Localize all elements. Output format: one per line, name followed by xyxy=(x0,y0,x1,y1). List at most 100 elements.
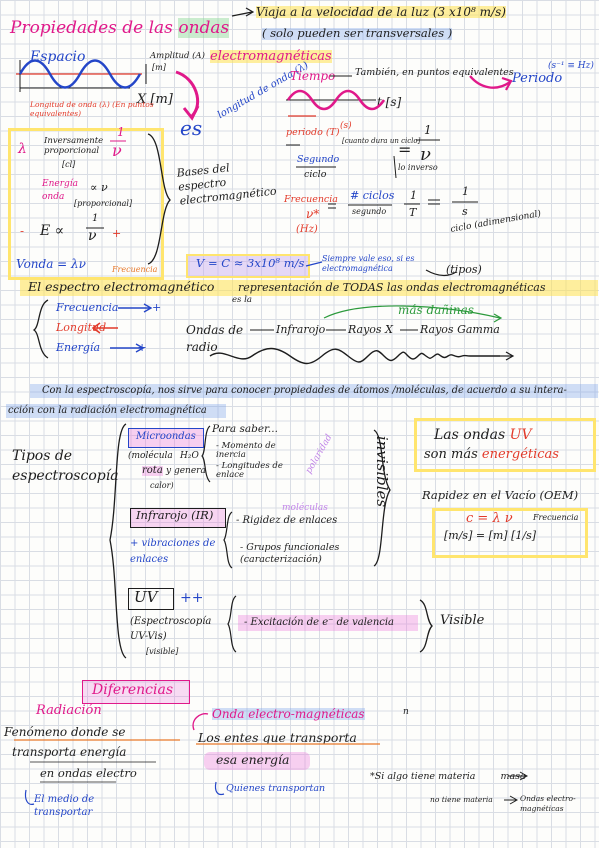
para-saber: Para saber... xyxy=(212,423,278,435)
visible-bracket: [visible] xyxy=(146,647,179,656)
amplitude-unit: [m] xyxy=(152,63,166,72)
lambda-symbol: λ xyxy=(18,141,27,157)
tipos-label: (tipos) xyxy=(446,263,482,276)
tipos-title: Tipos de espectroscopía xyxy=(12,448,119,485)
diferencias-box xyxy=(82,680,190,704)
x-axis-label: X [m] xyxy=(137,92,173,107)
time-axis-label: t [s] xyxy=(377,95,402,109)
cuanto-dura: [cuanto dura un ciclo] xyxy=(342,137,421,145)
visible-label: Visible xyxy=(440,613,485,628)
frac1-num: 1 xyxy=(424,123,432,137)
plus-sign: + xyxy=(112,227,122,240)
title-part-a: Propiedades de las xyxy=(10,18,173,38)
minus-sign: - xyxy=(20,224,25,238)
oem-line3: Quienes transportan xyxy=(226,783,326,794)
periodo-unit: (s⁻¹ ≡ Hz) xyxy=(548,61,594,71)
onda-label: onda xyxy=(42,192,65,202)
infrarojo-box xyxy=(130,508,226,528)
espectroscopia-line1: Con la espectroscopía, nos sirve para co… xyxy=(42,385,567,396)
energia-label: Energía xyxy=(42,179,78,189)
ciclo-label: ciclo xyxy=(304,169,327,180)
time-label: Tiempo xyxy=(290,69,336,83)
excitacion-label: - Excitación de e⁻ de valencia xyxy=(244,617,395,628)
esla-label: es la xyxy=(232,295,252,305)
ciclos-num: # ciclos xyxy=(350,189,395,202)
rapidez-title: Rapidez en el Vacío (OEM) xyxy=(422,488,579,502)
period-unit: (s) xyxy=(340,121,352,131)
grupos-label: - Grupos funcionales (caracterización) xyxy=(240,542,340,566)
spectrum-line-b: representación de TODAS las ondas electr… xyxy=(238,281,546,294)
periodo-label: Periodo xyxy=(512,71,563,86)
inverse-label: Inversamente proporcional xyxy=(44,136,104,157)
calor-label: calor) xyxy=(150,481,174,490)
uv-label: UV xyxy=(134,588,158,606)
rapidez-units: [m/s] = [m] [1/s] xyxy=(444,529,537,542)
inverse-frac-den: ν xyxy=(112,141,122,160)
speed-note: Viaja a la velocidad de la luz (3 x10⁸ m… xyxy=(256,5,506,19)
rayos-gamma-label: Rayos Gamma xyxy=(420,323,500,336)
freq-row: Frecuencia + xyxy=(56,302,161,313)
uv-box xyxy=(128,588,174,610)
moleculas-label: moléculas xyxy=(282,503,328,513)
uv-box-line2: son más energéticas xyxy=(424,448,559,461)
uv-box-son: son más xyxy=(424,447,478,462)
bases-box xyxy=(8,128,164,280)
diferencias-title: Diferencias xyxy=(92,682,174,698)
inverse-units: [cl] xyxy=(62,160,76,169)
radiacion-label: Radiación xyxy=(36,703,102,718)
space-label: Espacio xyxy=(30,49,86,65)
oem-highlight xyxy=(204,752,310,770)
v-equals-c: V = C ≈ 3x10⁸ m/s xyxy=(196,256,305,270)
inverse-frac-num: 1 xyxy=(117,125,125,139)
molecula-label: (molécula xyxy=(128,451,173,461)
eq-T: T xyxy=(409,206,417,219)
note2-text: no tiene materia xyxy=(430,795,493,804)
vonda-formula: Vonda = λν xyxy=(16,257,86,271)
uv-plus: ++ xyxy=(180,590,204,606)
uv-box-uv: UV xyxy=(509,427,532,443)
espect-uv-label: (Espectroscopía UV-Vis) xyxy=(130,616,212,642)
infrarojo-tipo: Infrarojo (IR) xyxy=(136,508,214,522)
lo-inverso: lo inverso xyxy=(398,163,438,172)
espectroscopia-line2: cción con la radiación electromagnética xyxy=(8,405,207,416)
spectrum-highlight xyxy=(20,280,598,296)
microondas-box xyxy=(128,428,204,448)
rota-label: rota xyxy=(142,465,163,476)
period-symbol: periodo (T) xyxy=(286,127,340,138)
n-label: n xyxy=(403,707,409,717)
oem-line2: esa energía xyxy=(216,752,290,767)
energy-prop-nu: ∝ ν xyxy=(90,181,108,194)
title-part-c: electromagnéticas xyxy=(210,49,332,64)
ondas-de-radio: Ondas de radio xyxy=(186,323,244,354)
spectrum-line-a: El espectro electromagnético xyxy=(28,279,215,294)
formula-box xyxy=(186,254,310,278)
e-frac-num: 1 xyxy=(92,213,99,224)
amplitude-label: Amplitud (A) xyxy=(150,51,205,61)
frecuencia-label: Frecuencia xyxy=(284,194,338,205)
siempre-note: Siempre vale eso, si es electromagnética xyxy=(322,254,415,274)
eq-1b: 1 xyxy=(462,185,469,198)
rapidez-freq: Frecuencia xyxy=(533,513,579,522)
frecuencia-tag: Frecuencia xyxy=(112,265,158,274)
segundo-label: Segundo xyxy=(297,154,340,165)
equals-sign: = xyxy=(398,140,412,159)
uv-box-energeticas: energéticas xyxy=(481,447,559,462)
nu-symbol: ν* xyxy=(306,207,320,221)
freq-label: Frecuencia xyxy=(56,301,119,314)
genera-label: y genera xyxy=(166,466,206,476)
radiacion-line1: Fenómeno donde se xyxy=(4,725,126,739)
transversal-note: ( solo pueden ser transversales ) xyxy=(262,26,453,40)
radiacion-line4: El medio de transportar xyxy=(34,794,95,818)
note2: no tiene materia xyxy=(430,796,493,804)
uv-energy-box xyxy=(414,418,596,472)
radiacion-line3: en ondas electro xyxy=(40,766,137,780)
rapidez-box xyxy=(432,508,588,558)
excitacion-highlight xyxy=(238,615,418,631)
time-also: También, en puntos equivalentes xyxy=(355,67,514,78)
proporcional-label: [proporcional] xyxy=(74,199,133,208)
infrarojo-label: Infrarojo xyxy=(276,323,326,336)
eq-1: 1 xyxy=(410,189,417,202)
freq-plus: + xyxy=(151,301,162,314)
rayos-x-label: Rayos X xyxy=(348,323,393,336)
